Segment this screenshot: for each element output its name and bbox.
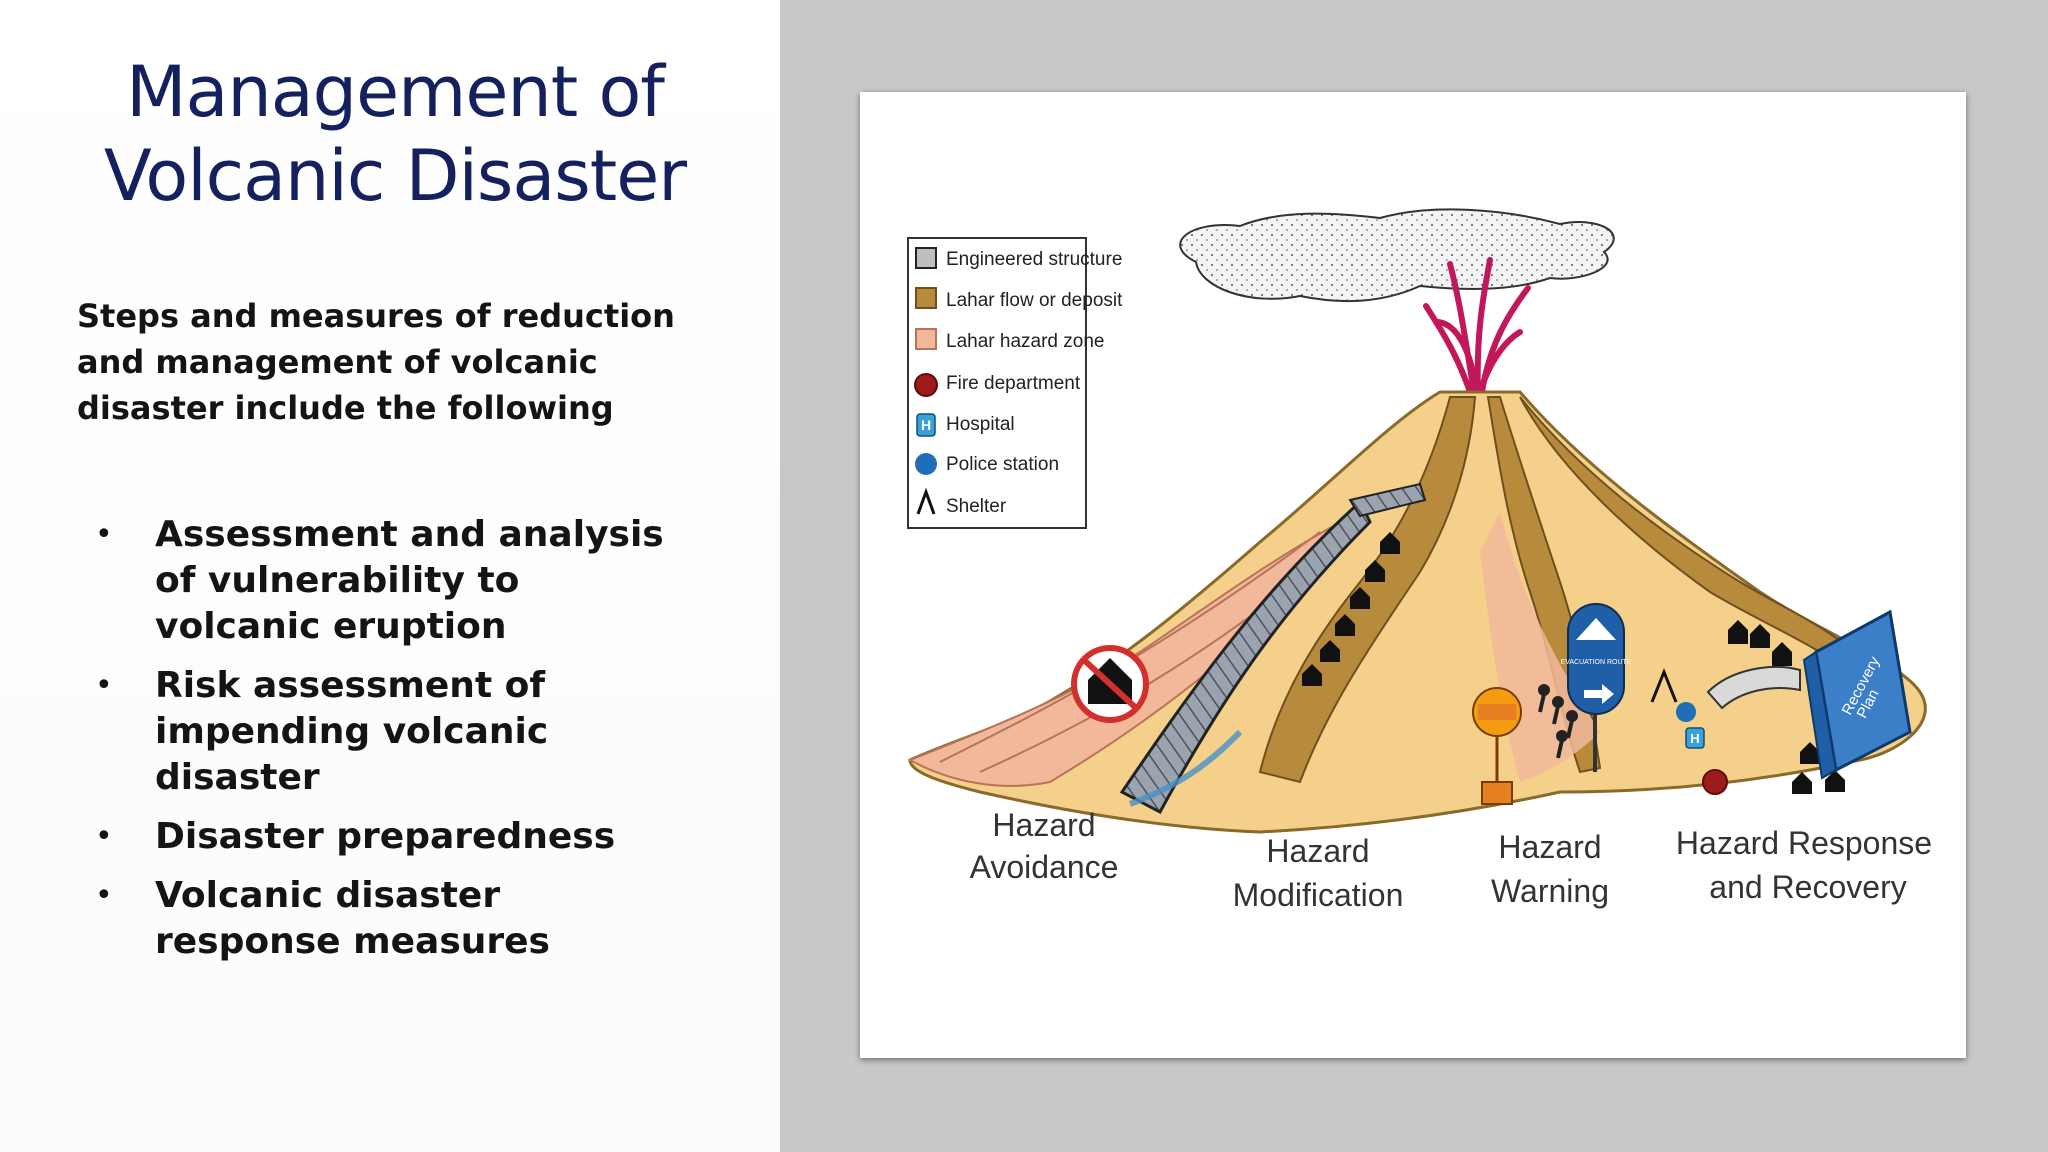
bullet-dot-icon: • (95, 668, 113, 703)
lahar-flow-swatch-icon (915, 287, 937, 309)
svg-text:H: H (1690, 731, 1699, 746)
bullet-item: • Volcanic disaster response measures (77, 873, 697, 965)
bullet-item: • Assessment and analysis of vulnerabilit… (77, 512, 697, 650)
hospital-map-icon: H (1685, 727, 1705, 749)
legend-item: Fire department (914, 373, 1081, 397)
legend-item: Shelter (916, 487, 1007, 517)
bullet-text: Assessment and analysis of vulnerability… (155, 514, 664, 647)
bullet-item: • Disaster preparedness (77, 814, 697, 860)
lahar-hazard-swatch-icon (915, 328, 937, 350)
slide-title-line-2: Volcanic Disaster (103, 135, 687, 217)
slide-title: Management of Volcanic Disaster (70, 50, 720, 218)
siren-icon (1472, 687, 1522, 805)
zone-label-response: Hazard Response and Recovery (1676, 825, 1932, 905)
bullet-dot-icon: • (95, 819, 113, 854)
hospital-icon (916, 413, 936, 437)
bullet-item: • Risk assessment of impending volcanic d… (77, 663, 697, 801)
evacuation-route-sign: EVACUATION ROUTE (1561, 603, 1632, 772)
zone-label-warning: Hazard Warning (1491, 829, 1609, 909)
evacuation-sign-text: EVACUATION ROUTE (1561, 659, 1632, 666)
bullet-dot-icon: • (95, 517, 113, 552)
slide-title-line-1: Management of (126, 51, 665, 133)
intro-text: Steps and measures of reduction and mana… (77, 297, 675, 427)
text-panel (0, 0, 780, 1152)
houses-modification (1302, 532, 1400, 686)
legend-label: Engineered structure (946, 249, 1122, 270)
zone-label-avoidance: Hazard Avoidance (970, 807, 1119, 885)
zone-label-modification: Hazard Modification (1233, 833, 1404, 913)
bullet-text: Volcanic disaster response measures (155, 875, 550, 962)
bridge (1706, 665, 1801, 710)
eruption-cloud (1179, 208, 1615, 303)
police-station-icon (915, 453, 937, 475)
zone-label-line: and Recovery (1709, 869, 1906, 905)
zone-label-line: Modification (1233, 877, 1404, 913)
bullet-list: • Assessment and analysis of vulnerabilit… (77, 512, 697, 978)
zone-label-line: Hazard (992, 807, 1095, 843)
bullet-text: Risk assessment of impending volcanic di… (155, 665, 549, 798)
zone-label-line: Avoidance (970, 849, 1119, 885)
legend-label: Police station (946, 454, 1059, 475)
legend-item: Police station (915, 453, 1059, 475)
legend-item: Engineered structure (915, 247, 1122, 270)
fire-department-icon (914, 373, 938, 397)
engineered-structure-swatch-icon (915, 247, 937, 269)
zone-label-line: Warning (1491, 873, 1609, 909)
legend-label: Lahar flow or deposit (946, 290, 1123, 311)
recovery-plan-book: Recovery Plan (1802, 609, 1912, 780)
fire-department-map-icon (1702, 769, 1728, 795)
legend-label: Hospital (946, 414, 1015, 435)
svg-text:H: H (921, 417, 931, 433)
zone-label-line: Hazard (1498, 829, 1601, 865)
volcano-diagram: EVACUATION ROUTE H Recovery (907, 208, 1932, 913)
police-station-map-icon (1676, 702, 1696, 722)
legend-item: Lahar flow or deposit (915, 287, 1123, 311)
eruption-plume (1423, 257, 1531, 395)
mountain-body (908, 390, 1927, 834)
legend-label: Shelter (946, 496, 1007, 517)
volcano-diagram-card: EVACUATION ROUTE H Recovery (860, 92, 1966, 1058)
zone-label-line: Hazard Response (1676, 825, 1932, 861)
legend: Engineered structure Lahar flow or depos… (907, 237, 1123, 529)
shelter-map-icon (1650, 667, 1678, 703)
bullet-dot-icon: • (95, 878, 113, 913)
bullet-text: Disaster preparedness (155, 816, 616, 857)
zone-label-line: Hazard (1266, 833, 1369, 869)
legend-item: H Hospital (916, 413, 1015, 437)
evacuee-figures (1538, 684, 1578, 759)
legend-label: Lahar hazard zone (946, 331, 1104, 352)
legend-label: Fire department (946, 373, 1081, 394)
legend-item: Lahar hazard zone (915, 328, 1104, 352)
no-building-icon (1071, 645, 1149, 723)
shelter-icon (916, 487, 936, 515)
